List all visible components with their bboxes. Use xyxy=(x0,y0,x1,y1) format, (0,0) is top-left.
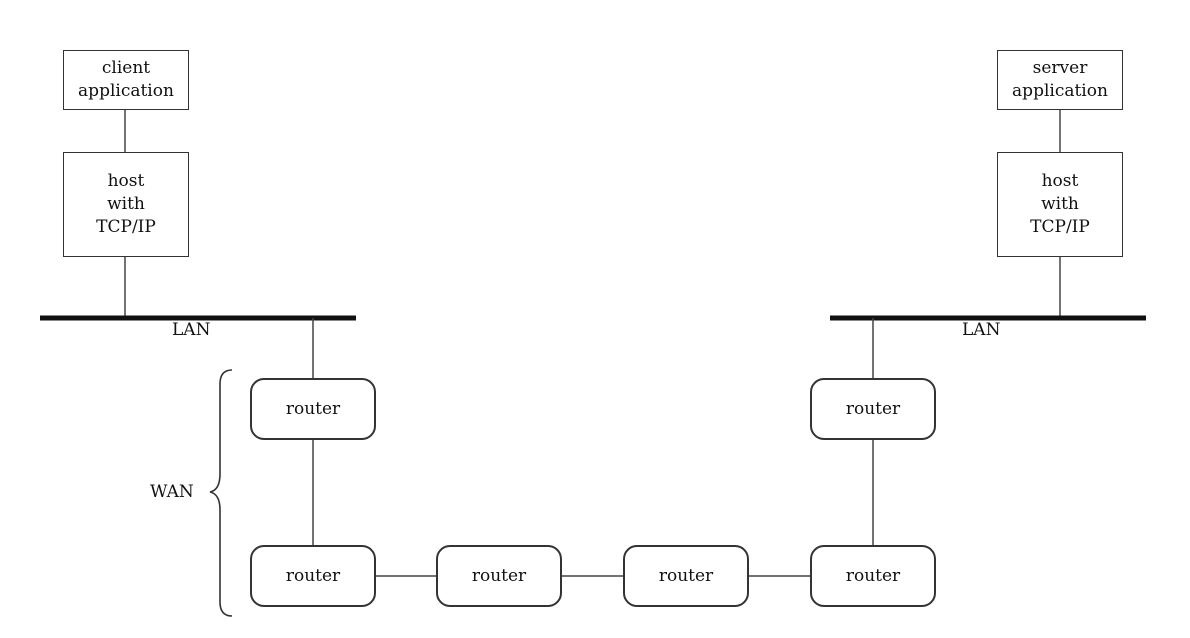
router-right-top: router xyxy=(810,378,936,440)
router-bottom-3: router xyxy=(623,545,749,607)
lan-left-label: LAN xyxy=(172,320,211,340)
router-bottom-2: router xyxy=(436,545,562,607)
wan-brace xyxy=(209,369,233,617)
lan-right-label: LAN xyxy=(962,320,1001,340)
server-host-box: host with TCP/IP xyxy=(997,152,1123,257)
server-application-box: server application xyxy=(997,50,1123,110)
router-bottom-4: router xyxy=(810,545,936,607)
router-bottom-1: router xyxy=(250,545,376,607)
wan-label: WAN xyxy=(150,482,194,502)
client-application-box: client application xyxy=(63,50,189,110)
router-left-top: router xyxy=(250,378,376,440)
client-host-box: host with TCP/IP xyxy=(63,152,189,257)
